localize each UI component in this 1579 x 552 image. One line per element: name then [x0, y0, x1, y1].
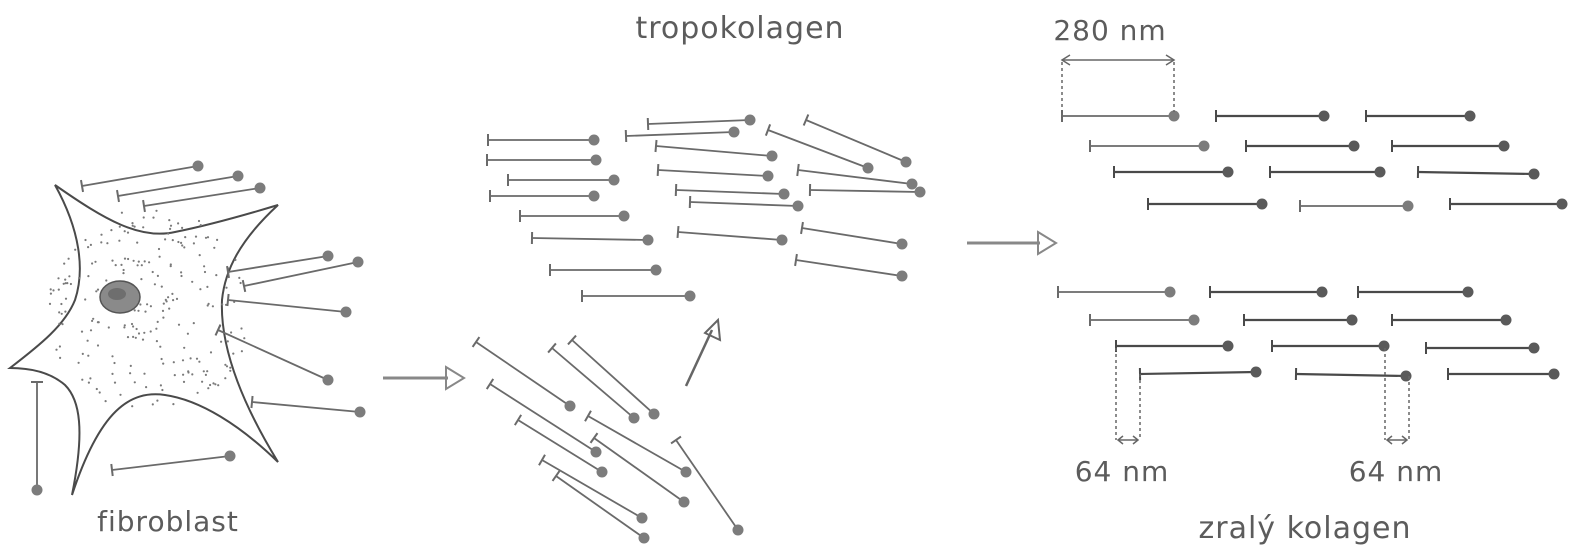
nucleus-detail: [108, 288, 126, 300]
mature-collagen-label: zralý kolagen: [1199, 511, 1412, 546]
arrow-to-mature-collagen: [967, 230, 1058, 256]
arrow-to-tropocollagen: [383, 365, 466, 391]
collagen-molecule: [688, 195, 804, 212]
collagen-molecule: [656, 163, 774, 182]
collagen-molecule: [800, 221, 908, 250]
collagen-molecule: [1416, 165, 1540, 180]
collagen-molecule: [794, 253, 908, 282]
collagen-molecule: [1299, 200, 1414, 212]
collagen-molecule: [764, 124, 874, 174]
collagen-molecule: [110, 450, 236, 477]
collagen-molecule: [551, 470, 650, 544]
collagen-molecule: [646, 114, 756, 131]
collagen-molecule: [676, 225, 788, 246]
collagen-molecule: [796, 163, 918, 190]
collagen-molecule: [485, 378, 602, 458]
collagen-molecule: [1245, 140, 1360, 152]
collagen-molecule: [1447, 368, 1560, 380]
collagen-molecule: [1391, 140, 1510, 152]
collagen-molecule: [226, 250, 334, 279]
gap-dimension-right: [1384, 348, 1410, 445]
collagen-molecule: [567, 334, 660, 420]
collagen-molecule: [142, 182, 266, 213]
collagen-molecule: [538, 454, 648, 524]
collagen-molecule: [1243, 314, 1358, 326]
tropocollagen-label: tropokolagen: [635, 11, 844, 46]
collagen-molecule: [1425, 342, 1540, 354]
cytoplasm-dots: [48, 209, 246, 408]
collagen-molecule: [1365, 110, 1476, 122]
collagen-molecule: [1294, 367, 1412, 382]
collagen-molecule: [624, 126, 740, 143]
collagen-molecule: [802, 114, 912, 168]
collagen-molecule: [79, 160, 204, 193]
collagen-molecule: [471, 336, 576, 412]
collagen-molecule: [1138, 366, 1262, 381]
collagen-molecule: [584, 410, 692, 478]
gap-label-right: 64 nm: [1349, 455, 1444, 488]
collagen-molecule: [674, 183, 790, 200]
collagen-molecule: [1089, 140, 1210, 152]
collagen-molecule: [519, 210, 630, 222]
collagen-molecule: [1089, 314, 1200, 326]
fibroblast-label: fibroblast: [97, 505, 239, 538]
collagen-molecule: [1269, 166, 1386, 178]
collagen-molecule: [547, 342, 640, 424]
gap-label-left: 64 nm: [1075, 455, 1170, 488]
collagen-molecule: [670, 435, 744, 536]
collagen-molecule: [1115, 340, 1234, 352]
gap-dimension-left: [1115, 348, 1141, 445]
collagen-molecule: [1209, 286, 1328, 298]
collagen-molecule: [581, 290, 696, 302]
collagen-molecule: [1357, 286, 1474, 298]
collagen-molecule: [214, 324, 334, 386]
collagen-molecule: [1113, 166, 1234, 178]
collagen-molecule: [226, 293, 352, 318]
collagen-molecule: [486, 154, 602, 166]
collagen-molecule: [1215, 110, 1330, 122]
collagen-molecule: [1061, 110, 1180, 122]
collagen-molecule: [489, 190, 600, 202]
collagen-molecule: [513, 414, 608, 478]
collagen-molecule: [1449, 198, 1568, 210]
molecule-rods: [31, 110, 1568, 544]
length-label: 280 nm: [1053, 14, 1166, 47]
collagen-molecule: [487, 134, 600, 146]
collagen-molecule: [116, 170, 244, 203]
collagen-molecule: [1147, 198, 1268, 210]
collagen-molecule: [1271, 340, 1390, 352]
collagen-molecule: [241, 256, 364, 293]
collagen-molecule: [808, 183, 926, 198]
fibroblast-cell: [7, 184, 279, 496]
collagen-molecule: [250, 395, 366, 418]
collagen-molecule: [589, 432, 690, 508]
collagen-molecule: [530, 231, 654, 246]
collagen-molecule: [549, 264, 662, 276]
collagen-molecule: [31, 381, 43, 496]
collagen-molecule: [1057, 286, 1176, 298]
arrow-aggregation-up: [684, 317, 722, 387]
collagen-molecule: [507, 174, 620, 186]
collagen-molecule: [654, 139, 778, 162]
length-dimension: [1060, 54, 1176, 118]
collagen-molecule: [1391, 314, 1512, 326]
fibroblast-outline: [7, 184, 279, 496]
